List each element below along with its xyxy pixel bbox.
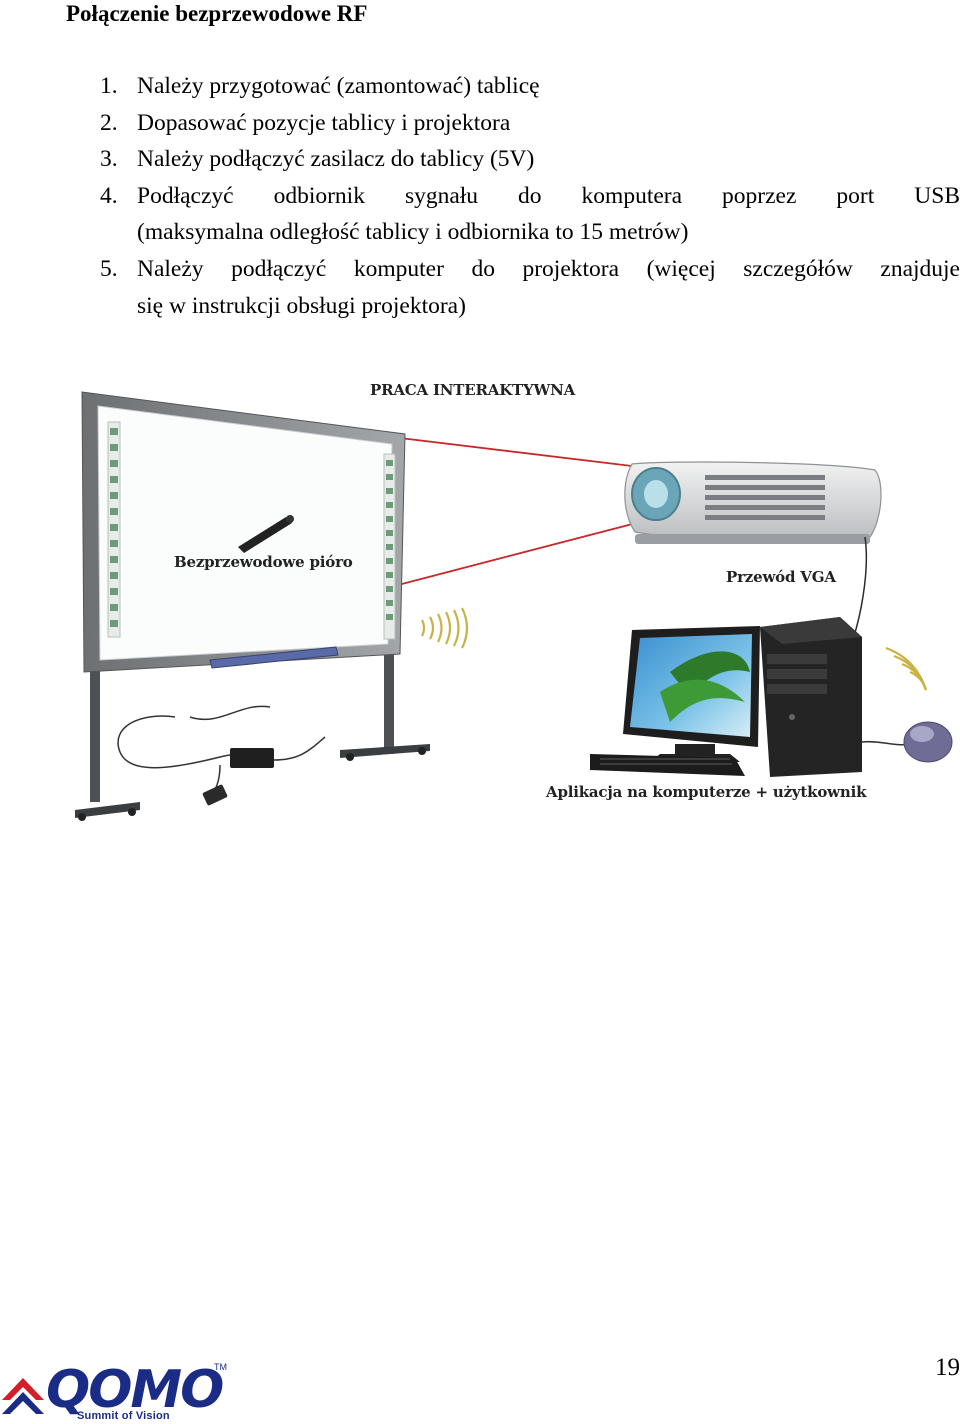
page-title: Połączenie bezprzewodowe RF: [66, 1, 368, 26]
setup-drawing: [75, 391, 953, 821]
computer-tower: [760, 617, 862, 777]
step-number: 3.: [100, 146, 118, 173]
step-number: 4.: [100, 182, 118, 209]
step-text: Należy podłączyć komputer do projektora …: [137, 255, 960, 282]
rf-receiver: [861, 721, 953, 763]
qomo-logo: QOMO TM Summit of Vision: [0, 1360, 240, 1424]
computer-label: Aplikacja na komputerze + użytkownik: [546, 783, 867, 801]
step-text: Dopasować pozycje tablicy i projektora: [137, 109, 511, 136]
logo-tagline: Summit of Vision: [77, 1410, 170, 1422]
step-number: 2.: [100, 109, 118, 136]
logo-wordmark: QOMO: [46, 1360, 224, 1420]
wireless-pen: [238, 517, 292, 553]
step-item: 5. Należy podłączyć komputer do projekto…: [100, 251, 960, 324]
setup-illustration: PRACA INTERAKTYWNA Bezprzewodowe pióro P…: [70, 372, 960, 827]
whiteboard: [81, 391, 406, 673]
projector: [624, 461, 882, 544]
receiver-rf-waves: [885, 646, 928, 691]
steps-list: 1. Należy przygotować (zamontować) tabli…: [100, 68, 960, 324]
projector-vents: [705, 475, 825, 520]
vga-label: Przewód VGA: [726, 568, 836, 586]
left-toolbar: [107, 421, 121, 638]
step-number: 1.: [100, 73, 118, 99]
step-continuation: się w instrukcji obsługi projektora): [137, 292, 466, 319]
qomo-logo-mark-icon: [2, 1378, 44, 1414]
step-text: Należy podłączyć zasilacz do tablicy (5V…: [137, 146, 535, 173]
figure-title: PRACA INTERAKTYWNA: [370, 381, 576, 399]
monitor: [623, 626, 760, 762]
pen-label: Bezprzewodowe pióro: [174, 553, 353, 571]
page-number: 19: [935, 1354, 960, 1381]
board-rf-waves: [421, 607, 469, 649]
power-adapter: [117, 705, 326, 806]
step-continuation: (maksymalna odległość tablicy i odbiorni…: [137, 219, 689, 246]
pen-tray: [209, 646, 339, 669]
right-toolbar: [383, 453, 396, 640]
step-item: 2. Dopasować pozycje tablicy i projektor…: [100, 105, 960, 142]
step-number: 5.: [100, 255, 118, 282]
beam-top: [399, 437, 641, 468]
step-text: Należy przygotować (zamontować) tablicę: [137, 73, 540, 99]
step-item: 1. Należy przygotować (zamontować) tabli…: [100, 68, 960, 105]
whiteboard-stand: [75, 654, 430, 821]
step-item: 3. Należy podłączyć zasilacz do tablicy …: [100, 141, 960, 178]
step-item: 4. Podłączyć odbiornik sygnału do komput…: [100, 178, 960, 251]
logo-trademark: TM: [214, 1362, 227, 1372]
step-text: Podłączyć odbiornik sygnału do komputera…: [137, 182, 960, 209]
